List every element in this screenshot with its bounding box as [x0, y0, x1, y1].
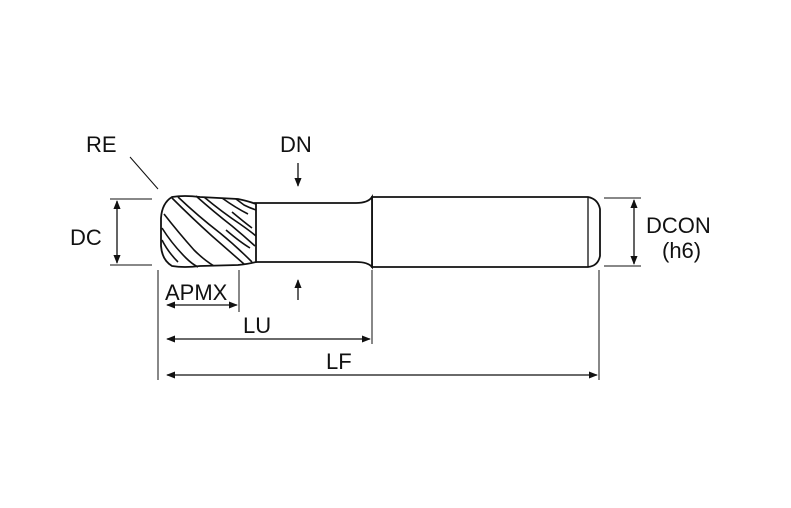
label-dcon: DCON — [646, 213, 711, 238]
flutes — [161, 195, 257, 268]
tool-body — [160, 194, 601, 270]
shank — [371, 196, 601, 268]
dimension-lines — [110, 156, 641, 380]
re-leader — [129, 156, 159, 190]
label-lf: LF — [326, 349, 352, 374]
label-dc: DC — [70, 225, 102, 250]
neck — [254, 194, 373, 270]
cutting-head — [160, 195, 257, 268]
label-lu: LU — [243, 313, 271, 338]
label-re: RE — [86, 132, 117, 157]
label-dcon-tolerance: (h6) — [662, 238, 701, 263]
label-apmx: APMX — [165, 280, 228, 305]
label-dn: DN — [280, 132, 312, 157]
